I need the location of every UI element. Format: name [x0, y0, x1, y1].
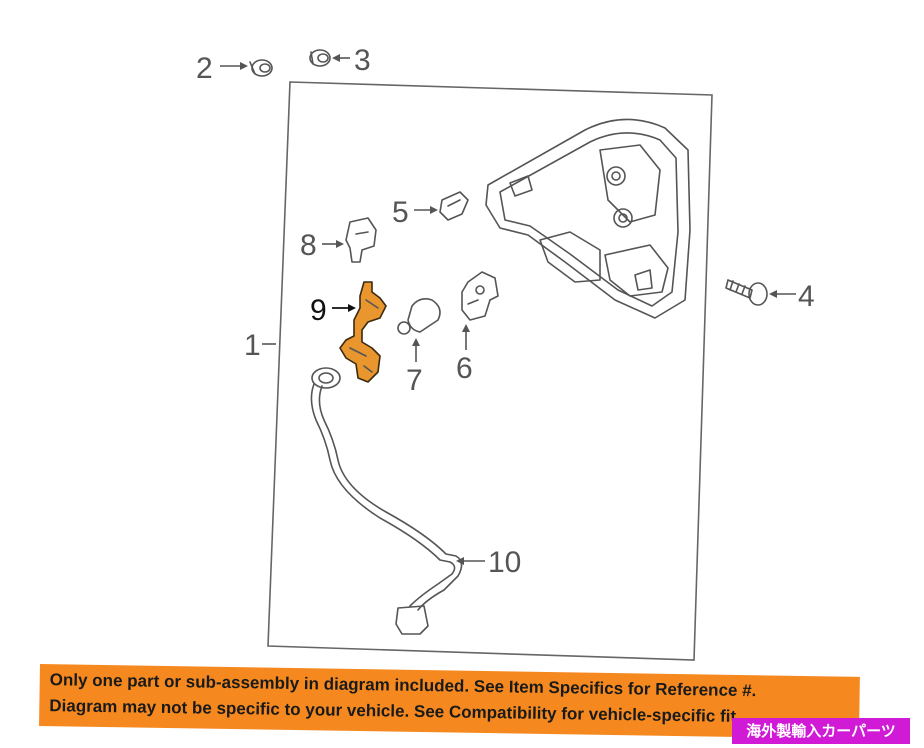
- assembly-panel: [267, 81, 713, 661]
- socket-icon: [461, 271, 499, 321]
- callout-3: 3: [354, 44, 371, 77]
- wiring-harness-highlight: [339, 281, 387, 383]
- callout-8: 8: [300, 229, 317, 262]
- callout-7: 7: [406, 364, 423, 397]
- leader-lines: [220, 54, 796, 565]
- bulb-icon: [397, 298, 441, 335]
- callout-9: 9: [310, 294, 327, 327]
- callout-2: 2: [196, 52, 213, 85]
- callout-6: 6: [456, 352, 473, 385]
- callout-1: 1: [244, 329, 261, 362]
- tail-lamp-housing: [485, 118, 691, 319]
- harness-cable: [310, 367, 463, 635]
- callout-10: 10: [488, 546, 521, 579]
- clip-icon: [249, 59, 273, 77]
- bolt-icon: [725, 279, 768, 306]
- disclaimer-line-2: Diagram may not be specific to your vehi…: [49, 696, 741, 727]
- seller-watermark: 海外製輸入カーパーツ: [732, 718, 910, 744]
- callout-5: 5: [392, 196, 409, 229]
- callout-4: 4: [798, 280, 815, 313]
- disclaimer-line-1: Only one part or sub-assembly in diagram…: [49, 670, 757, 701]
- bulb-socket-icon: [345, 217, 377, 263]
- grommet-icon: [309, 49, 331, 67]
- bracket-icon: [439, 191, 469, 221]
